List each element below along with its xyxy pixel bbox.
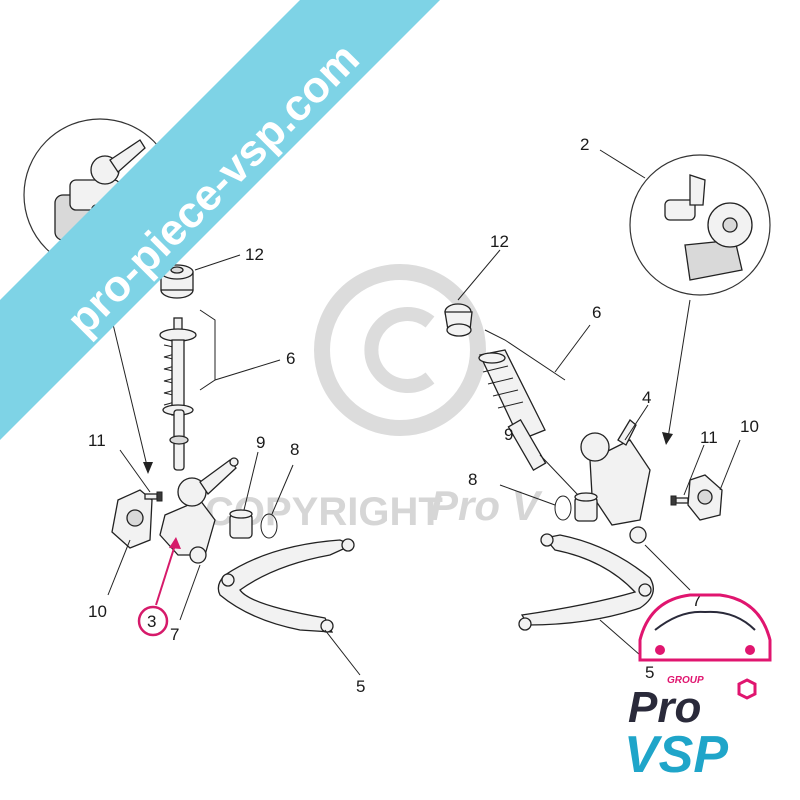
callout-left-7: 7 bbox=[170, 625, 179, 644]
callout-right-6: 6 bbox=[592, 303, 601, 322]
left-seal-ring bbox=[260, 513, 278, 539]
right-control-arm bbox=[518, 533, 654, 631]
callout-right-8: 8 bbox=[468, 470, 477, 489]
watermark-brand-text: Pro V bbox=[430, 482, 543, 529]
right-steering-knuckle bbox=[580, 419, 651, 544]
logo-pro-text: Pro bbox=[628, 683, 701, 732]
right-bushing bbox=[574, 492, 598, 522]
callout-right-9: 9 bbox=[504, 425, 513, 444]
callout-left-11: 11 bbox=[88, 431, 106, 450]
copyright-watermark: COPYRIGHT Pro V bbox=[205, 264, 543, 534]
callout-right-5: 5 bbox=[645, 663, 654, 682]
callout-left-12: 12 bbox=[245, 245, 264, 264]
right-top-mount bbox=[444, 303, 473, 337]
callout-left-8: 8 bbox=[290, 440, 299, 459]
provsp-logo: GROUP Pro VSP bbox=[624, 593, 772, 784]
callout-right-2: 2 bbox=[580, 135, 589, 154]
left-shock-absorber bbox=[159, 317, 197, 471]
callout-right-12: 12 bbox=[490, 232, 509, 251]
left-hub-flange bbox=[111, 489, 153, 549]
copyright-icon bbox=[314, 264, 486, 436]
left-bolt bbox=[144, 491, 163, 502]
left-top-mount bbox=[160, 264, 194, 299]
right-detail-hub bbox=[664, 174, 753, 281]
right-shock-absorber bbox=[478, 349, 547, 472]
logo-vsp-text: VSP bbox=[624, 726, 728, 784]
callout-left-5: 5 bbox=[356, 677, 365, 696]
logo-group-text: GROUP bbox=[667, 675, 704, 686]
left-bushing bbox=[229, 509, 253, 539]
callout-left-6: 6 bbox=[286, 349, 295, 368]
callout-left-3: 3 bbox=[147, 612, 156, 631]
callout-right-4: 4 bbox=[642, 388, 651, 407]
callout-left-10: 10 bbox=[88, 602, 107, 621]
hexagon-icon bbox=[737, 678, 757, 700]
left-control-arm bbox=[217, 538, 355, 633]
car-icon bbox=[638, 593, 772, 662]
right-bolt bbox=[670, 495, 689, 506]
callout-right-11: 11 bbox=[700, 428, 718, 447]
right-hub-flange bbox=[687, 474, 723, 521]
callout-right-7: 7 bbox=[692, 591, 701, 610]
right-seal-ring bbox=[554, 495, 572, 521]
left-callout-3-highlight: 3 bbox=[137, 537, 181, 637]
banner-stripe bbox=[0, 0, 440, 440]
callout-right-10: 10 bbox=[740, 417, 759, 436]
callout-left-9: 9 bbox=[256, 433, 265, 452]
right-assembly: 2 12 6 4 bbox=[444, 135, 771, 682]
